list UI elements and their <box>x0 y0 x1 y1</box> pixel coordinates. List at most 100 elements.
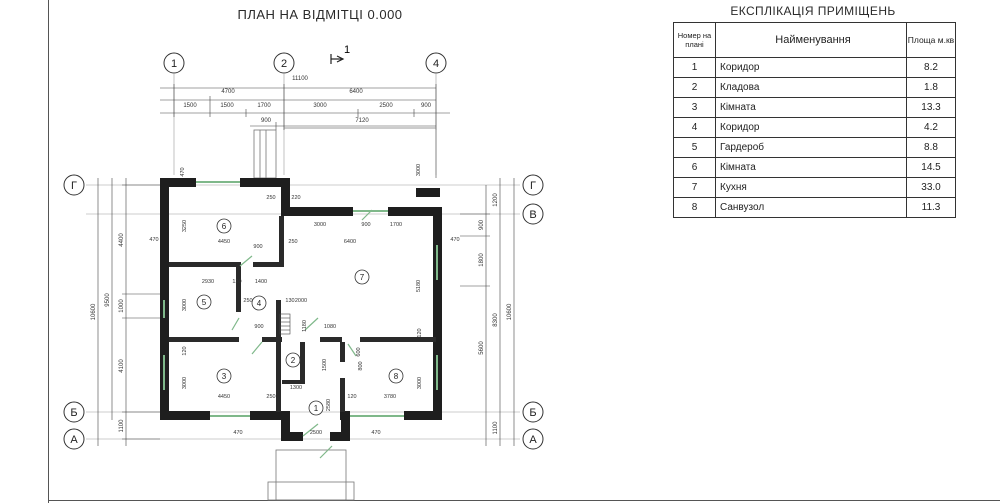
svg-text:470: 470 <box>450 237 459 243</box>
svg-text:3000: 3000 <box>416 164 422 176</box>
svg-text:2580: 2580 <box>326 399 332 411</box>
dim-porch-w: 900 <box>261 118 272 124</box>
svg-text:3250: 3250 <box>182 220 188 232</box>
doors <box>231 209 373 459</box>
room-label-1: 1 <box>314 404 319 413</box>
row-area: 11.3 <box>906 197 956 218</box>
dim-right-c: 1800 <box>479 253 485 267</box>
svg-text:250: 250 <box>243 298 252 304</box>
axis-label-g-left: Г <box>71 180 77 192</box>
axis-marker-g-left <box>63 174 85 196</box>
svg-text:250: 250 <box>288 239 297 245</box>
row-name: Кухня <box>715 177 907 198</box>
room-label-7: 7 <box>360 273 365 282</box>
table-row: 4 Коридор 4.2 <box>673 117 956 138</box>
dim-top-c3: 1700 <box>257 103 271 109</box>
svg-text:1700: 1700 <box>390 222 402 228</box>
axis-marker-4 <box>425 52 447 74</box>
top-dimensions <box>160 84 450 130</box>
row-number: 4 <box>673 117 716 138</box>
dim-left-a: 4400 <box>119 233 125 247</box>
svg-text:120: 120 <box>182 346 188 355</box>
axis-marker-2 <box>273 52 295 74</box>
table-row: 1 Коридор 8.2 <box>673 57 956 78</box>
row-number: 2 <box>673 77 716 98</box>
axis-label-b-left: Б <box>70 407 77 419</box>
row-name: Санвузол <box>715 197 907 218</box>
axis-marker-b-right <box>522 401 544 423</box>
windows <box>163 181 438 417</box>
svg-text:120: 120 <box>347 394 356 400</box>
dim-left-c: 4100 <box>119 359 125 373</box>
axis-marker-g-right <box>522 174 544 196</box>
room-marker-5 <box>196 294 212 310</box>
row-area: 8.8 <box>906 137 956 158</box>
svg-text:470: 470 <box>371 430 380 436</box>
section-mark-label: 1 <box>344 44 350 56</box>
svg-text:1400: 1400 <box>255 279 267 285</box>
row-area: 33.0 <box>906 177 956 198</box>
room-marker-2 <box>285 352 301 368</box>
svg-text:3000: 3000 <box>314 222 326 228</box>
row-name: Кімната <box>715 97 907 118</box>
svg-text:1500: 1500 <box>322 359 328 371</box>
axis-label-g-right: Г <box>530 180 536 192</box>
svg-text:470: 470 <box>180 167 186 176</box>
svg-text:470: 470 <box>149 237 158 243</box>
row-number: 7 <box>673 177 716 198</box>
room-label-8: 8 <box>394 372 399 381</box>
dim-top-b: 6400 <box>349 89 363 95</box>
row-area: 14.5 <box>906 157 956 178</box>
header-area: Площа м.кв <box>906 22 956 58</box>
row-name: Коридор <box>715 57 907 78</box>
room-label-3: 3 <box>222 372 227 381</box>
dim-right-a: 1200 <box>493 193 499 207</box>
svg-text:2930: 2930 <box>202 279 214 285</box>
row-number: 1 <box>673 57 716 78</box>
interior-walls <box>169 216 436 412</box>
row-name: Коридор <box>715 117 907 138</box>
axis-marker-v-right <box>522 203 544 225</box>
svg-text:4450: 4450 <box>218 239 230 245</box>
dim-right-b: 900 <box>479 219 485 230</box>
axis-marker-b-left <box>63 401 85 423</box>
terrace-outline <box>253 127 437 501</box>
dim-top-c4: 3000 <box>313 103 327 109</box>
svg-text:5180: 5180 <box>416 280 422 292</box>
svg-text:600: 600 <box>356 347 362 356</box>
svg-text:900: 900 <box>253 244 262 250</box>
dim-left-d: 1100 <box>119 419 125 433</box>
room-label-6: 6 <box>222 222 227 231</box>
plan-title: ПЛАН НА ВІДМІТЦІ 0.000 <box>237 7 403 22</box>
dim-top-c5: 2500 <box>379 103 393 109</box>
axis-marker-a-left <box>63 428 85 450</box>
room-marker-8 <box>388 368 404 384</box>
dim-top-c6: 900 <box>421 103 432 109</box>
table-row: 3 Кімната 13.3 <box>673 97 956 118</box>
dim-left-b: 1000 <box>119 299 125 313</box>
axis-label-1: 1 <box>171 58 177 70</box>
svg-text:3780: 3780 <box>384 394 396 400</box>
dim-terrace-w: 7120 <box>355 118 369 124</box>
table-row: 2 Кладова 1.8 <box>673 77 956 98</box>
explication-title: ЕКСПЛІКАЦІЯ ПРИМІЩЕНЬ <box>730 4 896 18</box>
svg-text:120: 120 <box>232 279 241 285</box>
dim-right-e: 5600 <box>479 341 485 355</box>
row-name: Гардероб <box>715 137 907 158</box>
stair-hatch <box>279 313 291 335</box>
row-area: 4.2 <box>906 117 956 138</box>
svg-text:900: 900 <box>361 222 370 228</box>
svg-text:1300: 1300 <box>290 385 302 391</box>
axis-label-2: 2 <box>281 58 287 70</box>
svg-text:4450: 4450 <box>218 394 230 400</box>
frame-left-border <box>48 0 49 503</box>
svg-text:900: 900 <box>254 324 263 330</box>
svg-text:6400: 6400 <box>344 239 356 245</box>
svg-text:2500: 2500 <box>310 430 322 436</box>
axis-lines <box>86 74 520 440</box>
explication-header-row: Номер на плані Найменування Площа м.кв <box>673 22 956 58</box>
right-dimensions <box>460 178 515 446</box>
room-label-2: 2 <box>291 356 296 365</box>
header-number: Номер на плані <box>673 22 716 58</box>
row-area: 8.2 <box>906 57 956 78</box>
